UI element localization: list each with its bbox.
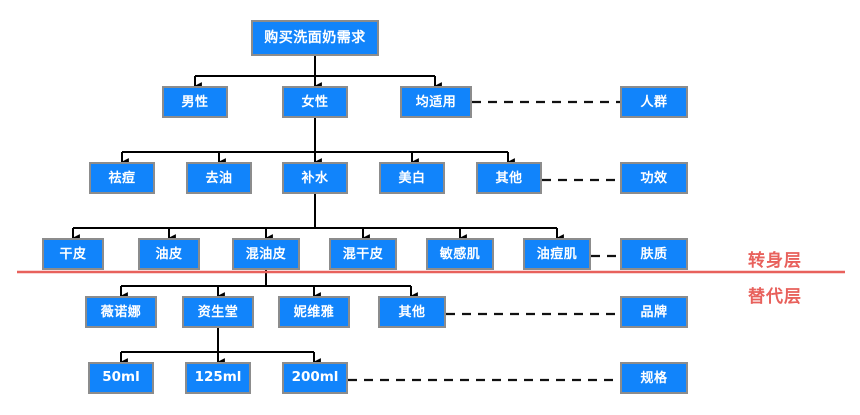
node-label: 薇诺娜 — [100, 304, 142, 320]
node-label: 敏感肌 — [439, 246, 481, 262]
node-brand-winona[interactable]: 薇诺娜 — [85, 296, 157, 328]
node-label: 妮维雅 — [293, 304, 335, 320]
node-oily-acne-skin[interactable]: 油痘肌 — [523, 238, 591, 270]
node-dry-skin[interactable]: 干皮 — [42, 238, 104, 270]
node-label: 女性 — [301, 94, 329, 110]
node-whitening[interactable]: 美白 — [379, 162, 445, 194]
node-spec-125ml[interactable]: 125ml — [185, 362, 251, 394]
node-sensitive-skin[interactable]: 敏感肌 — [426, 238, 494, 270]
node-oil-control[interactable]: 去油 — [186, 162, 252, 194]
category-efficacy[interactable]: 功效 — [620, 162, 688, 194]
category-spec[interactable]: 规格 — [620, 362, 688, 394]
category-label: 人群 — [640, 94, 668, 110]
node-label: 干皮 — [59, 246, 87, 262]
node-label: 混干皮 — [342, 246, 384, 262]
node-label: 美白 — [398, 170, 426, 186]
node-label: 男性 — [181, 94, 209, 110]
node-label: 补水 — [301, 170, 329, 186]
node-male[interactable]: 男性 — [162, 86, 228, 118]
node-brand-shiseido[interactable]: 资生堂 — [182, 296, 254, 328]
node-hydrating[interactable]: 补水 — [282, 162, 348, 194]
node-brand-other[interactable]: 其他 — [378, 296, 446, 328]
node-label: 祛痘 — [108, 170, 136, 186]
node-label: 混油皮 — [245, 246, 287, 262]
node-oily-skin[interactable]: 油皮 — [138, 238, 200, 270]
category-label: 功效 — [640, 170, 668, 186]
category-label: 肤质 — [640, 246, 668, 262]
category-people[interactable]: 人群 — [620, 86, 688, 118]
layer-label-above: 转身层 — [748, 246, 802, 271]
node-label: 去油 — [205, 170, 233, 186]
node-combination-oily-skin[interactable]: 混油皮 — [232, 238, 300, 270]
node-label: 资生堂 — [197, 304, 239, 320]
node-label: 125ml — [194, 369, 242, 386]
node-label: 购买洗面奶需求 — [264, 30, 366, 46]
node-label: 200ml — [291, 369, 339, 386]
node-label: 油痘肌 — [536, 246, 578, 262]
category-label: 规格 — [640, 370, 668, 386]
category-skin-type[interactable]: 肤质 — [620, 238, 688, 270]
node-efficacy-other[interactable]: 其他 — [476, 162, 542, 194]
node-brand-nivea[interactable]: 妮维雅 — [278, 296, 350, 328]
layer-label-above-text: 转身层 — [748, 251, 802, 271]
layer-label-below-text: 替代层 — [748, 287, 802, 307]
node-label: 其他 — [398, 304, 426, 320]
node-all-suitable[interactable]: 均适用 — [400, 86, 472, 118]
category-label: 品牌 — [640, 304, 668, 320]
node-acne-removal[interactable]: 祛痘 — [89, 162, 155, 194]
node-female[interactable]: 女性 — [282, 86, 348, 118]
node-root[interactable]: 购买洗面奶需求 — [251, 20, 379, 56]
node-spec-50ml[interactable]: 50ml — [88, 362, 154, 394]
layer-label-below: 替代层 — [748, 282, 802, 307]
node-spec-200ml[interactable]: 200ml — [282, 362, 348, 394]
node-label: 其他 — [495, 170, 523, 186]
node-label: 均适用 — [415, 94, 457, 110]
node-label: 油皮 — [155, 246, 183, 262]
node-label: 50ml — [102, 369, 140, 386]
category-brand[interactable]: 品牌 — [620, 296, 688, 328]
node-combination-dry-skin[interactable]: 混干皮 — [329, 238, 397, 270]
